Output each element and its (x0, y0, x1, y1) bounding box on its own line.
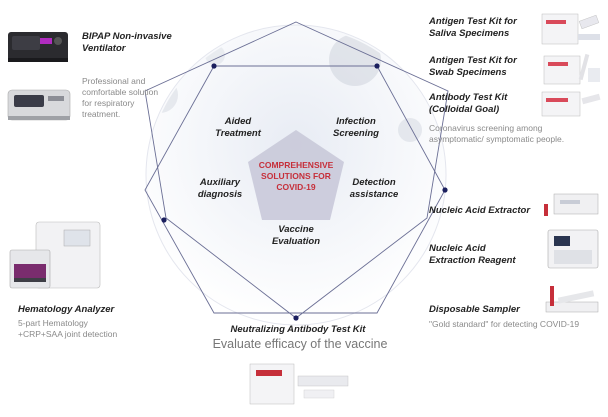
node-dot (211, 63, 217, 69)
segment-auxiliary-diagnosis: Auxiliary diagnosis (180, 177, 260, 201)
sampler-description: "Gold standard" for detecting COVID-19 (429, 319, 580, 329)
desc-line: Coronavirus screening among (429, 123, 543, 133)
title-line: Antigen Test Kit for (429, 55, 517, 66)
nucleic-reagent-title: Nucleic Acid Extraction Reagent (429, 243, 516, 267)
hematology-description: 5-part Hematology +CRP+SAA joint detecti… (18, 318, 117, 340)
segment-label: assistance (349, 189, 399, 200)
nucleic-extractor-title: Nucleic Acid Extractor (429, 205, 531, 216)
segment-label: Vaccine (278, 224, 314, 235)
segment-label: Screening (333, 128, 379, 139)
title-line: Saliva Specimens (429, 28, 510, 39)
segment-label: Aided (224, 116, 252, 127)
bipap-title: BIPAP Non-invasive Ventilator (82, 31, 172, 55)
screening-description: Coronavirus screening among asymptomatic… (429, 123, 564, 145)
antigen-saliva-title: Antigen Test Kit for Saliva Specimens (429, 16, 517, 40)
title-line: Antibody Test Kit (429, 92, 508, 103)
node-dot (442, 187, 448, 193)
neutralizing-title: Neutralizing Antibody Test Kit (230, 324, 366, 335)
segment-label: Detection (352, 177, 396, 188)
desc-line: treatment. (82, 109, 121, 119)
desc-line: +CRP+SAA joint detection (18, 329, 118, 339)
center-title-line: COMPREHENSIVE (258, 160, 334, 170)
title-line: Nucleic Acid (429, 243, 486, 254)
neutralizing-kit-image (249, 363, 349, 405)
segment-label: diagnosis (197, 189, 243, 200)
node-dot (374, 63, 380, 69)
segment-aided-treatment: Aided Treatment (198, 116, 278, 140)
desc-line: Professional and (82, 76, 146, 86)
sampler-image (545, 286, 599, 313)
segment-label: Auxiliary (199, 177, 241, 188)
title-line: (Colloidal Goal) (429, 104, 500, 115)
title-line: Swab Specimens (429, 67, 507, 78)
bipap-ventilator-image (8, 32, 68, 62)
ventilator-image (7, 89, 71, 121)
segment-label: Treatment (215, 128, 261, 139)
title-line: BIPAP Non-invasive (82, 31, 172, 42)
hematology-title: Hematology Analyzer (18, 304, 115, 315)
segment-detection-assistance: Detection assistance (334, 177, 414, 201)
antigen-swab-kit-image (543, 53, 600, 85)
antibody-kit-image (541, 91, 601, 117)
center-pentagon (248, 130, 344, 220)
antibody-title: Antibody Test Kit (Colloidal Goal) (429, 92, 507, 116)
desc-line: comfortable solution (82, 87, 159, 97)
center-title-line: SOLUTIONS FOR (261, 171, 331, 181)
ventilator-description: Professional and comfortable solution fo… (82, 76, 158, 120)
segment-vaccine-evaluation: Vaccine Evaluation (256, 224, 336, 248)
segment-label: Evaluation (271, 236, 321, 247)
desc-line: 5-part Hematology (18, 318, 88, 328)
desc-line: for respiratory (82, 98, 135, 108)
title-line: Extraction Reagent (429, 255, 516, 266)
desc-line: asymptomatic/ symptomatic people. (429, 134, 565, 144)
center-title-line: COVID-19 (276, 182, 316, 192)
node-dot (293, 315, 299, 321)
hematology-analyzer-image (9, 221, 101, 289)
antigen-saliva-kit-image (541, 13, 600, 45)
center-title: COMPREHENSIVE SOLUTIONS FOR COVID-19 (246, 160, 346, 193)
antigen-swab-title: Antigen Test Kit for Swab Specimens (429, 55, 517, 79)
node-dot (161, 217, 167, 223)
segment-label: Infection (336, 116, 376, 127)
nucleic-extractor-image (544, 193, 599, 216)
vaccine-tagline: Evaluate efficacy of the vaccine (212, 337, 388, 351)
sampler-title: Disposable Sampler (429, 304, 520, 315)
title-line: Antigen Test Kit for (429, 16, 517, 27)
title-line: Ventilator (82, 43, 126, 54)
segment-infection-screening: Infection Screening (316, 116, 396, 140)
nucleic-reagent-image (547, 229, 599, 269)
